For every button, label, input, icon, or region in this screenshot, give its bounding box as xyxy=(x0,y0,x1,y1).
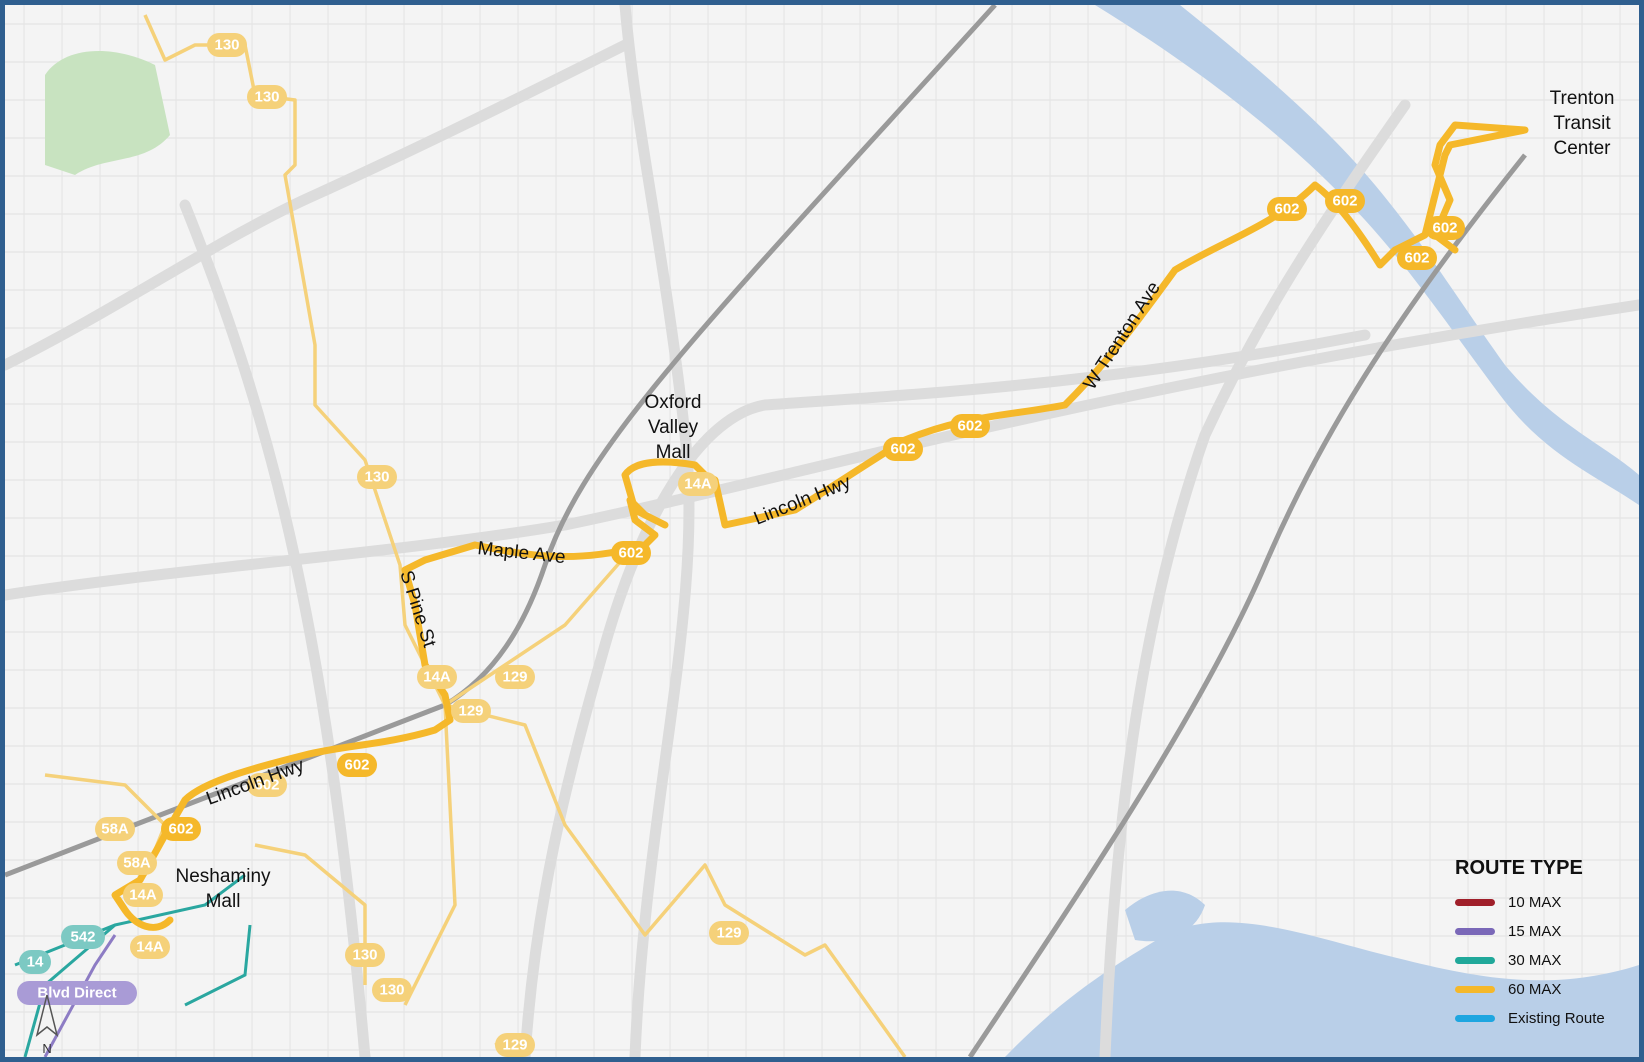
route-map[interactable]: 130 130 130 130 130 602 602 602 602 602 … xyxy=(5,5,1639,1057)
shield-602: 602 xyxy=(1267,197,1307,221)
svg-text:602: 602 xyxy=(168,821,193,838)
shield-14: 14 xyxy=(19,950,51,974)
svg-text:542: 542 xyxy=(70,929,95,946)
north-arrow: N xyxy=(35,994,59,1056)
shield-130: 130 xyxy=(372,978,412,1002)
shield-130: 130 xyxy=(345,943,385,967)
svg-text:129: 129 xyxy=(502,1037,527,1054)
shield-14A: 14A xyxy=(417,665,457,689)
svg-text:Trenton: Trenton xyxy=(1550,88,1615,109)
legend-label: 60 MAX xyxy=(1508,981,1562,998)
svg-text:602: 602 xyxy=(618,545,643,562)
shield-130: 130 xyxy=(357,465,397,489)
legend-item: 30 MAX xyxy=(1445,946,1635,975)
shield-14A: 14A xyxy=(123,883,163,907)
svg-text:130: 130 xyxy=(364,469,389,486)
railroads xyxy=(5,5,1527,1057)
legend-swatch xyxy=(1455,957,1495,964)
svg-text:602: 602 xyxy=(890,441,915,458)
svg-text:58A: 58A xyxy=(123,855,151,872)
svg-text:602: 602 xyxy=(1404,250,1429,267)
place-trenton-transit-center: Trenton Transit Center xyxy=(1550,88,1615,159)
svg-text:602: 602 xyxy=(1274,201,1299,218)
legend-label: 15 MAX xyxy=(1508,923,1562,940)
svg-text:129: 129 xyxy=(458,703,483,720)
river xyxy=(1095,5,1639,505)
legend-item: 15 MAX xyxy=(1445,917,1635,946)
north-arrow-icon xyxy=(35,994,59,1037)
svg-text:14A: 14A xyxy=(684,476,712,493)
shield-58A: 58A xyxy=(95,817,135,841)
svg-text:602: 602 xyxy=(1432,220,1457,237)
shield-602: 602 xyxy=(161,817,201,841)
park-area xyxy=(45,51,170,175)
shield-130: 130 xyxy=(207,33,247,57)
place-neshaminy-mall: Neshaminy Mall xyxy=(175,866,271,912)
shield-130: 130 xyxy=(247,85,287,109)
river-south xyxy=(1005,922,1639,1057)
route-15max-lines xyxy=(43,934,117,1057)
legend-title: ROUTE TYPE xyxy=(1455,857,1583,879)
svg-text:129: 129 xyxy=(502,669,527,686)
svg-text:Mall: Mall xyxy=(206,891,241,912)
svg-text:130: 130 xyxy=(352,947,377,964)
street-grid xyxy=(5,5,1639,1057)
svg-text:602: 602 xyxy=(344,757,369,774)
svg-text:Transit: Transit xyxy=(1553,113,1611,134)
legend-label: Existing Route xyxy=(1508,1010,1605,1027)
svg-text:14: 14 xyxy=(27,954,44,971)
shield-14A: 14A xyxy=(678,472,718,496)
legend-swatch xyxy=(1455,986,1495,993)
shield-602: 602 xyxy=(1397,246,1437,270)
legend-swatch xyxy=(1455,899,1495,906)
shield-58A: 58A xyxy=(117,851,157,875)
svg-text:602: 602 xyxy=(957,418,982,435)
legend-label: 10 MAX xyxy=(1508,894,1562,911)
place-oxford-valley-mall: Oxford Valley Mall xyxy=(644,392,701,463)
route-shields: 130 130 130 130 130 602 602 602 602 602 … xyxy=(17,33,1465,1057)
legend: ROUTE TYPE 10 MAX 15 MAX 30 MAX 60 MAX Exist… xyxy=(1445,857,1635,1033)
svg-text:14A: 14A xyxy=(136,939,164,956)
shield-129: 129 xyxy=(451,699,491,723)
shield-blvd-direct: Blvd Direct xyxy=(17,981,137,1005)
legend-item: 60 MAX xyxy=(1445,975,1635,1004)
svg-text:130: 130 xyxy=(254,89,279,106)
svg-text:14A: 14A xyxy=(129,887,157,904)
shield-602: 602 xyxy=(611,541,651,565)
shield-602: 602 xyxy=(1325,189,1365,213)
svg-text:602: 602 xyxy=(1332,193,1357,210)
svg-text:Valley: Valley xyxy=(648,417,699,438)
shield-602: 602 xyxy=(337,753,377,777)
shield-542: 542 xyxy=(61,925,105,949)
svg-text:129: 129 xyxy=(716,925,741,942)
legend-item: Existing Route xyxy=(1445,1004,1635,1033)
svg-text:Neshaminy: Neshaminy xyxy=(175,866,271,887)
shield-129: 129 xyxy=(495,665,535,689)
svg-text:130: 130 xyxy=(379,982,404,999)
legend-label: 30 MAX xyxy=(1508,952,1562,969)
shield-129: 129 xyxy=(495,1033,535,1057)
svg-text:58A: 58A xyxy=(101,821,129,838)
highways xyxy=(5,5,1639,1057)
svg-text:602: 602 xyxy=(254,777,279,794)
svg-text:Mall: Mall xyxy=(656,442,691,463)
shield-129: 129 xyxy=(709,921,749,945)
shield-602: 602 xyxy=(1425,216,1465,240)
shield-602: 602 xyxy=(950,414,990,438)
legend-item: 10 MAX xyxy=(1445,888,1635,917)
shield-14A: 14A xyxy=(130,935,170,959)
legend-swatch xyxy=(1455,928,1495,935)
legend-swatch xyxy=(1455,1015,1495,1022)
svg-text:Blvd Direct: Blvd Direct xyxy=(37,985,116,1002)
shield-602: 602 xyxy=(247,773,287,797)
svg-text:14A: 14A xyxy=(423,669,451,686)
svg-text:N: N xyxy=(42,1041,51,1056)
shield-602: 602 xyxy=(883,437,923,461)
svg-text:130: 130 xyxy=(214,37,239,54)
pond xyxy=(1125,890,1205,942)
svg-text:Oxford: Oxford xyxy=(644,392,701,413)
svg-text:Center: Center xyxy=(1553,138,1611,159)
